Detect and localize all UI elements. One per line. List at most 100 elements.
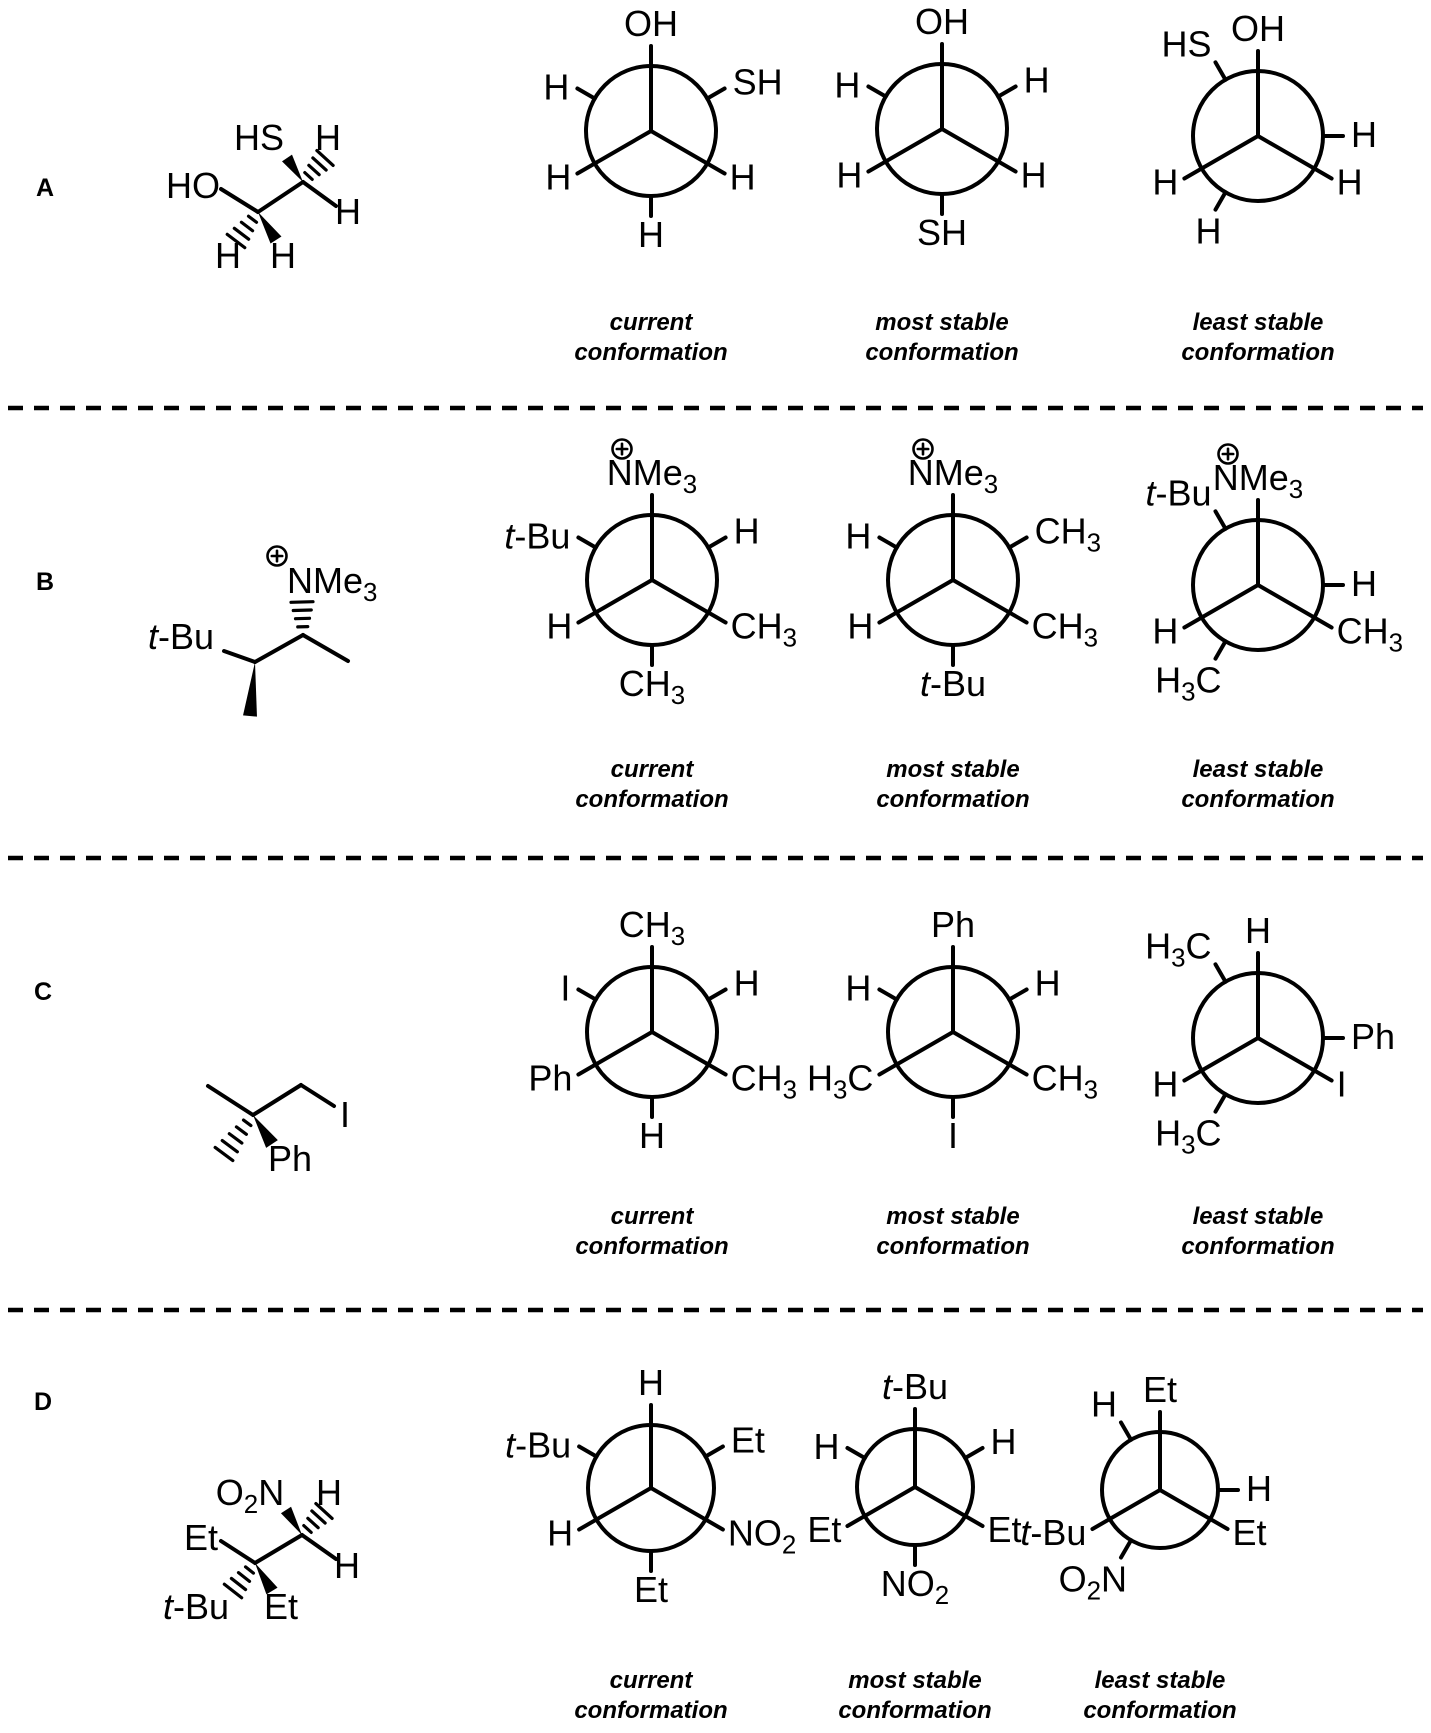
svg-text:OH: OH [624,3,678,44]
svg-text:H3C: H3C [1145,925,1211,972]
svg-text:CH3: CH3 [1337,611,1403,658]
svg-text:H3C: H3C [1155,660,1221,707]
svg-text:Et: Et [807,1509,841,1550]
row-label-d: D [34,1388,53,1416]
svg-text:I: I [948,1115,958,1156]
svg-text:I: I [1337,1064,1347,1105]
svg-text:H: H [1021,155,1047,196]
svg-text:CH3: CH3 [731,1058,797,1105]
svg-text:H: H [1337,162,1363,203]
svg-text:H: H [1152,611,1178,652]
svg-text:Et: Et [731,1420,765,1461]
svg-text:H: H [845,968,871,1009]
svg-text:CH3: CH3 [619,663,685,710]
svg-text:Et: Et [184,1517,218,1558]
svg-text:H: H [1246,1468,1272,1509]
svg-text:t-Bu: t-Bu [504,516,570,557]
svg-text:Et: Et [1233,1512,1267,1553]
svg-text:t-Bu: t-Bu [163,1586,229,1627]
svg-text:H3C: H3C [807,1058,873,1105]
svg-text:H: H [334,1545,360,1586]
svg-text:H: H [1035,963,1061,1004]
svg-text:H: H [847,606,873,647]
svg-text:H: H [270,235,296,276]
svg-text:H: H [315,117,341,158]
svg-text:H: H [834,65,860,106]
svg-text:SH: SH [733,62,783,103]
svg-text:CH3: CH3 [731,606,797,653]
svg-text:O2N: O2N [1059,1559,1127,1606]
svg-text:Ph: Ph [528,1058,572,1099]
svg-text:HS: HS [234,117,284,158]
svg-text:t-Bu: t-Bu [1145,472,1211,513]
svg-text:H: H [547,1513,573,1554]
svg-text:H: H [730,157,756,198]
row-label-c: C [34,978,53,1006]
svg-text:H: H [316,1472,342,1513]
svg-text:Ph: Ph [268,1138,312,1179]
svg-text:OH: OH [1231,8,1285,49]
svg-text:H: H [638,1362,664,1403]
svg-text:H: H [836,155,862,196]
svg-text:t-Bu: t-Bu [920,663,986,704]
svg-text:I: I [340,1094,350,1135]
svg-text:H: H [845,516,871,557]
svg-text:H: H [1152,162,1178,203]
svg-text:Et: Et [264,1586,298,1627]
svg-text:Et: Et [634,1569,668,1610]
svg-text:Et: Et [988,1509,1022,1550]
svg-text:H: H [734,963,760,1004]
svg-text:SH: SH [917,212,967,253]
row-label-b: B [36,568,55,596]
svg-text:H: H [215,235,241,276]
svg-text:H: H [1091,1383,1117,1424]
svg-text:t-Bu: t-Bu [1020,1512,1086,1553]
svg-text:t-Bu: t-Bu [882,1366,948,1407]
svg-text:I: I [560,968,570,1009]
svg-text:H: H [991,1421,1017,1462]
svg-text:H3C: H3C [1155,1113,1221,1160]
svg-text:NO2: NO2 [881,1563,949,1610]
svg-text:O2N: O2N [216,1472,284,1519]
svg-text:Ph: Ph [931,904,975,945]
svg-text:CH3: CH3 [1032,606,1098,653]
svg-text:H: H [1196,211,1222,252]
svg-text:H: H [546,606,572,647]
svg-text:NMe3: NMe3 [287,560,377,607]
svg-text:OH: OH [915,1,969,42]
molecule-structure-b: NMe3 t-Bu [148,545,377,717]
svg-text:H: H [1152,1064,1178,1105]
row-label-a: A [36,174,55,202]
svg-text:H: H [1245,910,1271,951]
svg-text:CH3: CH3 [1035,511,1101,558]
svg-text:HO: HO [166,165,220,206]
svg-text:t-Bu: t-Bu [148,616,214,657]
svg-text:H: H [813,1426,839,1467]
svg-text:HS: HS [1161,23,1211,64]
svg-text:NO2: NO2 [728,1513,796,1560]
